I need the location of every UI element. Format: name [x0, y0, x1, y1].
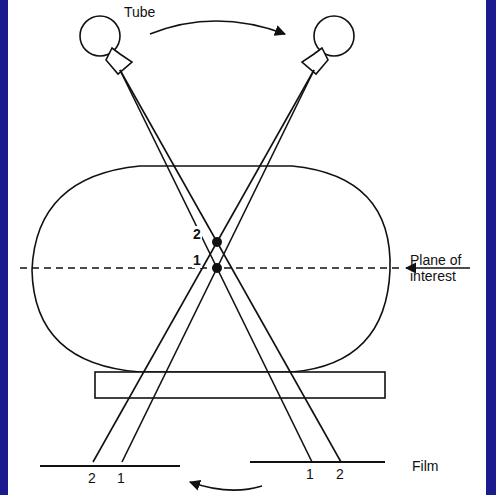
film-point-number: 1 [306, 466, 314, 482]
film [250, 461, 385, 463]
point-dot [212, 237, 222, 247]
body-outline [32, 166, 390, 372]
film-label: Film [412, 458, 438, 474]
x-ray [122, 70, 314, 462]
table [95, 372, 385, 398]
plane-label: Plane of interest [410, 252, 472, 284]
x-ray [120, 70, 312, 462]
tube-label: Tube [124, 4, 155, 20]
film-point-number: 2 [88, 470, 96, 486]
plane-line [20, 267, 400, 269]
point-number: 2 [192, 226, 202, 242]
point-dot [212, 263, 222, 273]
film-point-number: 1 [117, 470, 125, 486]
tube-nozzle [106, 48, 132, 74]
x-ray [93, 70, 314, 462]
film-point-number: 2 [336, 466, 344, 482]
film-motion-arrow [190, 482, 262, 490]
film [40, 465, 180, 467]
motion-arrow [150, 21, 285, 34]
white-ground [8, 0, 486, 495]
x-ray [120, 70, 341, 462]
point-number: 1 [192, 252, 202, 268]
tube-nozzle [302, 48, 328, 74]
